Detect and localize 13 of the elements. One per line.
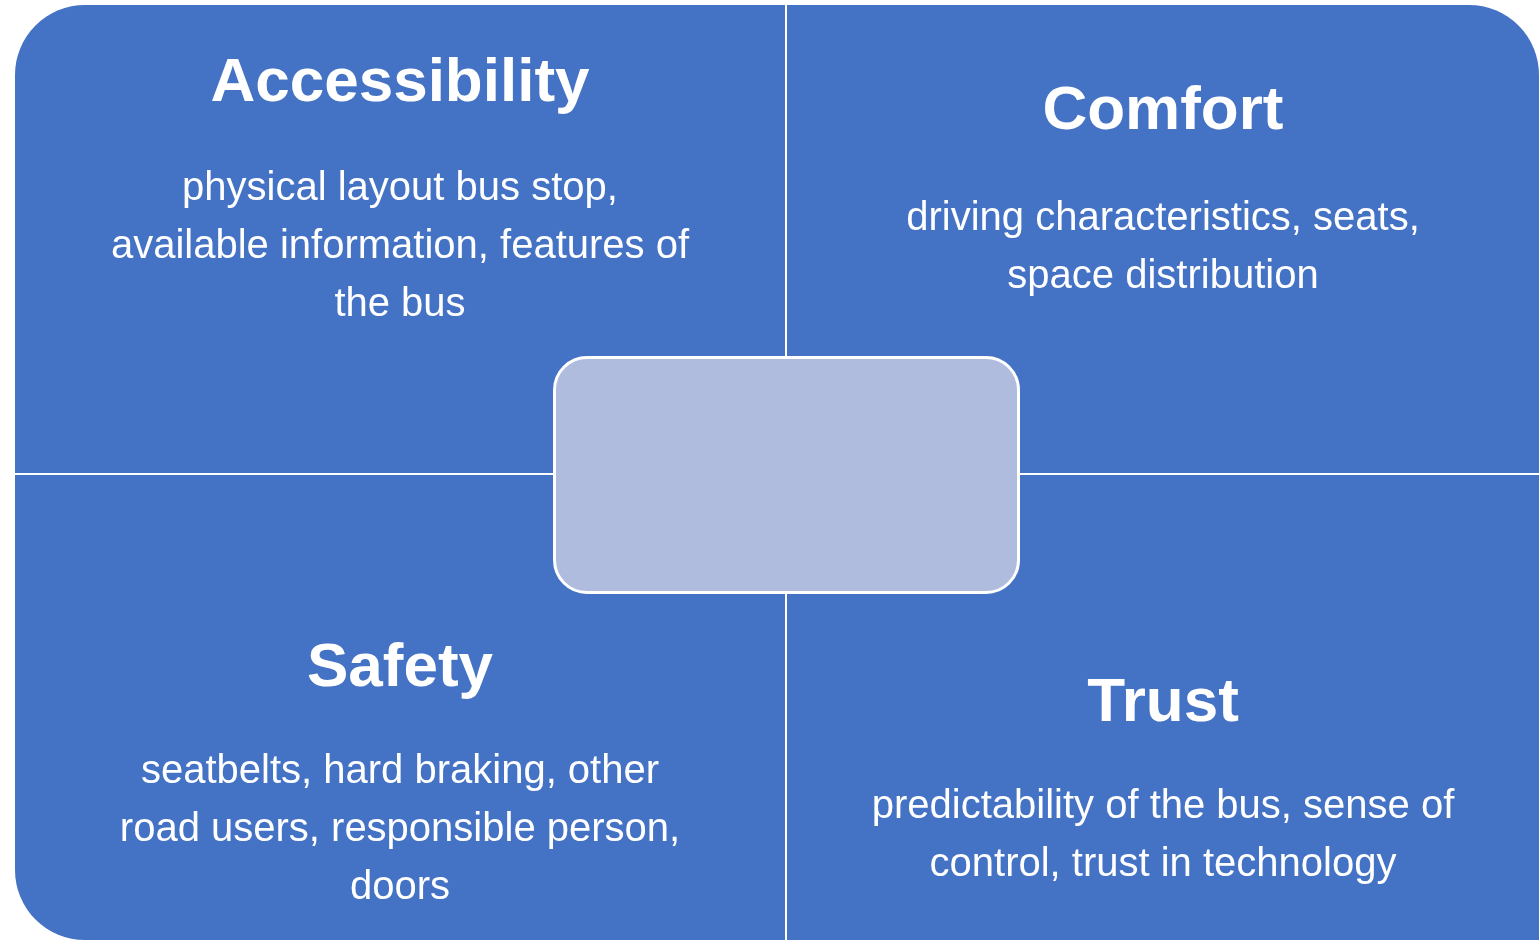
quadrant-heading: Comfort — [1042, 73, 1284, 143]
quadrant-description: seatbelts, hard braking, other road users, responsible person, doors — [118, 746, 682, 909]
quadrant-panel — [15, 475, 785, 940]
quadrant-heading: Accessibility — [210, 45, 590, 115]
quadrant-description: predictability of the bus, sense of control, trust in technology — [870, 781, 1456, 886]
quadrant-panel — [787, 5, 1539, 473]
quadrant-description: physical layout bus stop, available information, features of the bus — [109, 163, 691, 326]
quadrant-panel — [15, 5, 785, 473]
quadrant-heading: Trust — [1087, 665, 1239, 735]
center-box — [553, 356, 1020, 594]
quadrant-heading: Safety — [306, 630, 494, 700]
quadrant-panel — [787, 475, 1539, 940]
quadrant-description: driving characteristics, seats, space distribution — [905, 193, 1421, 298]
